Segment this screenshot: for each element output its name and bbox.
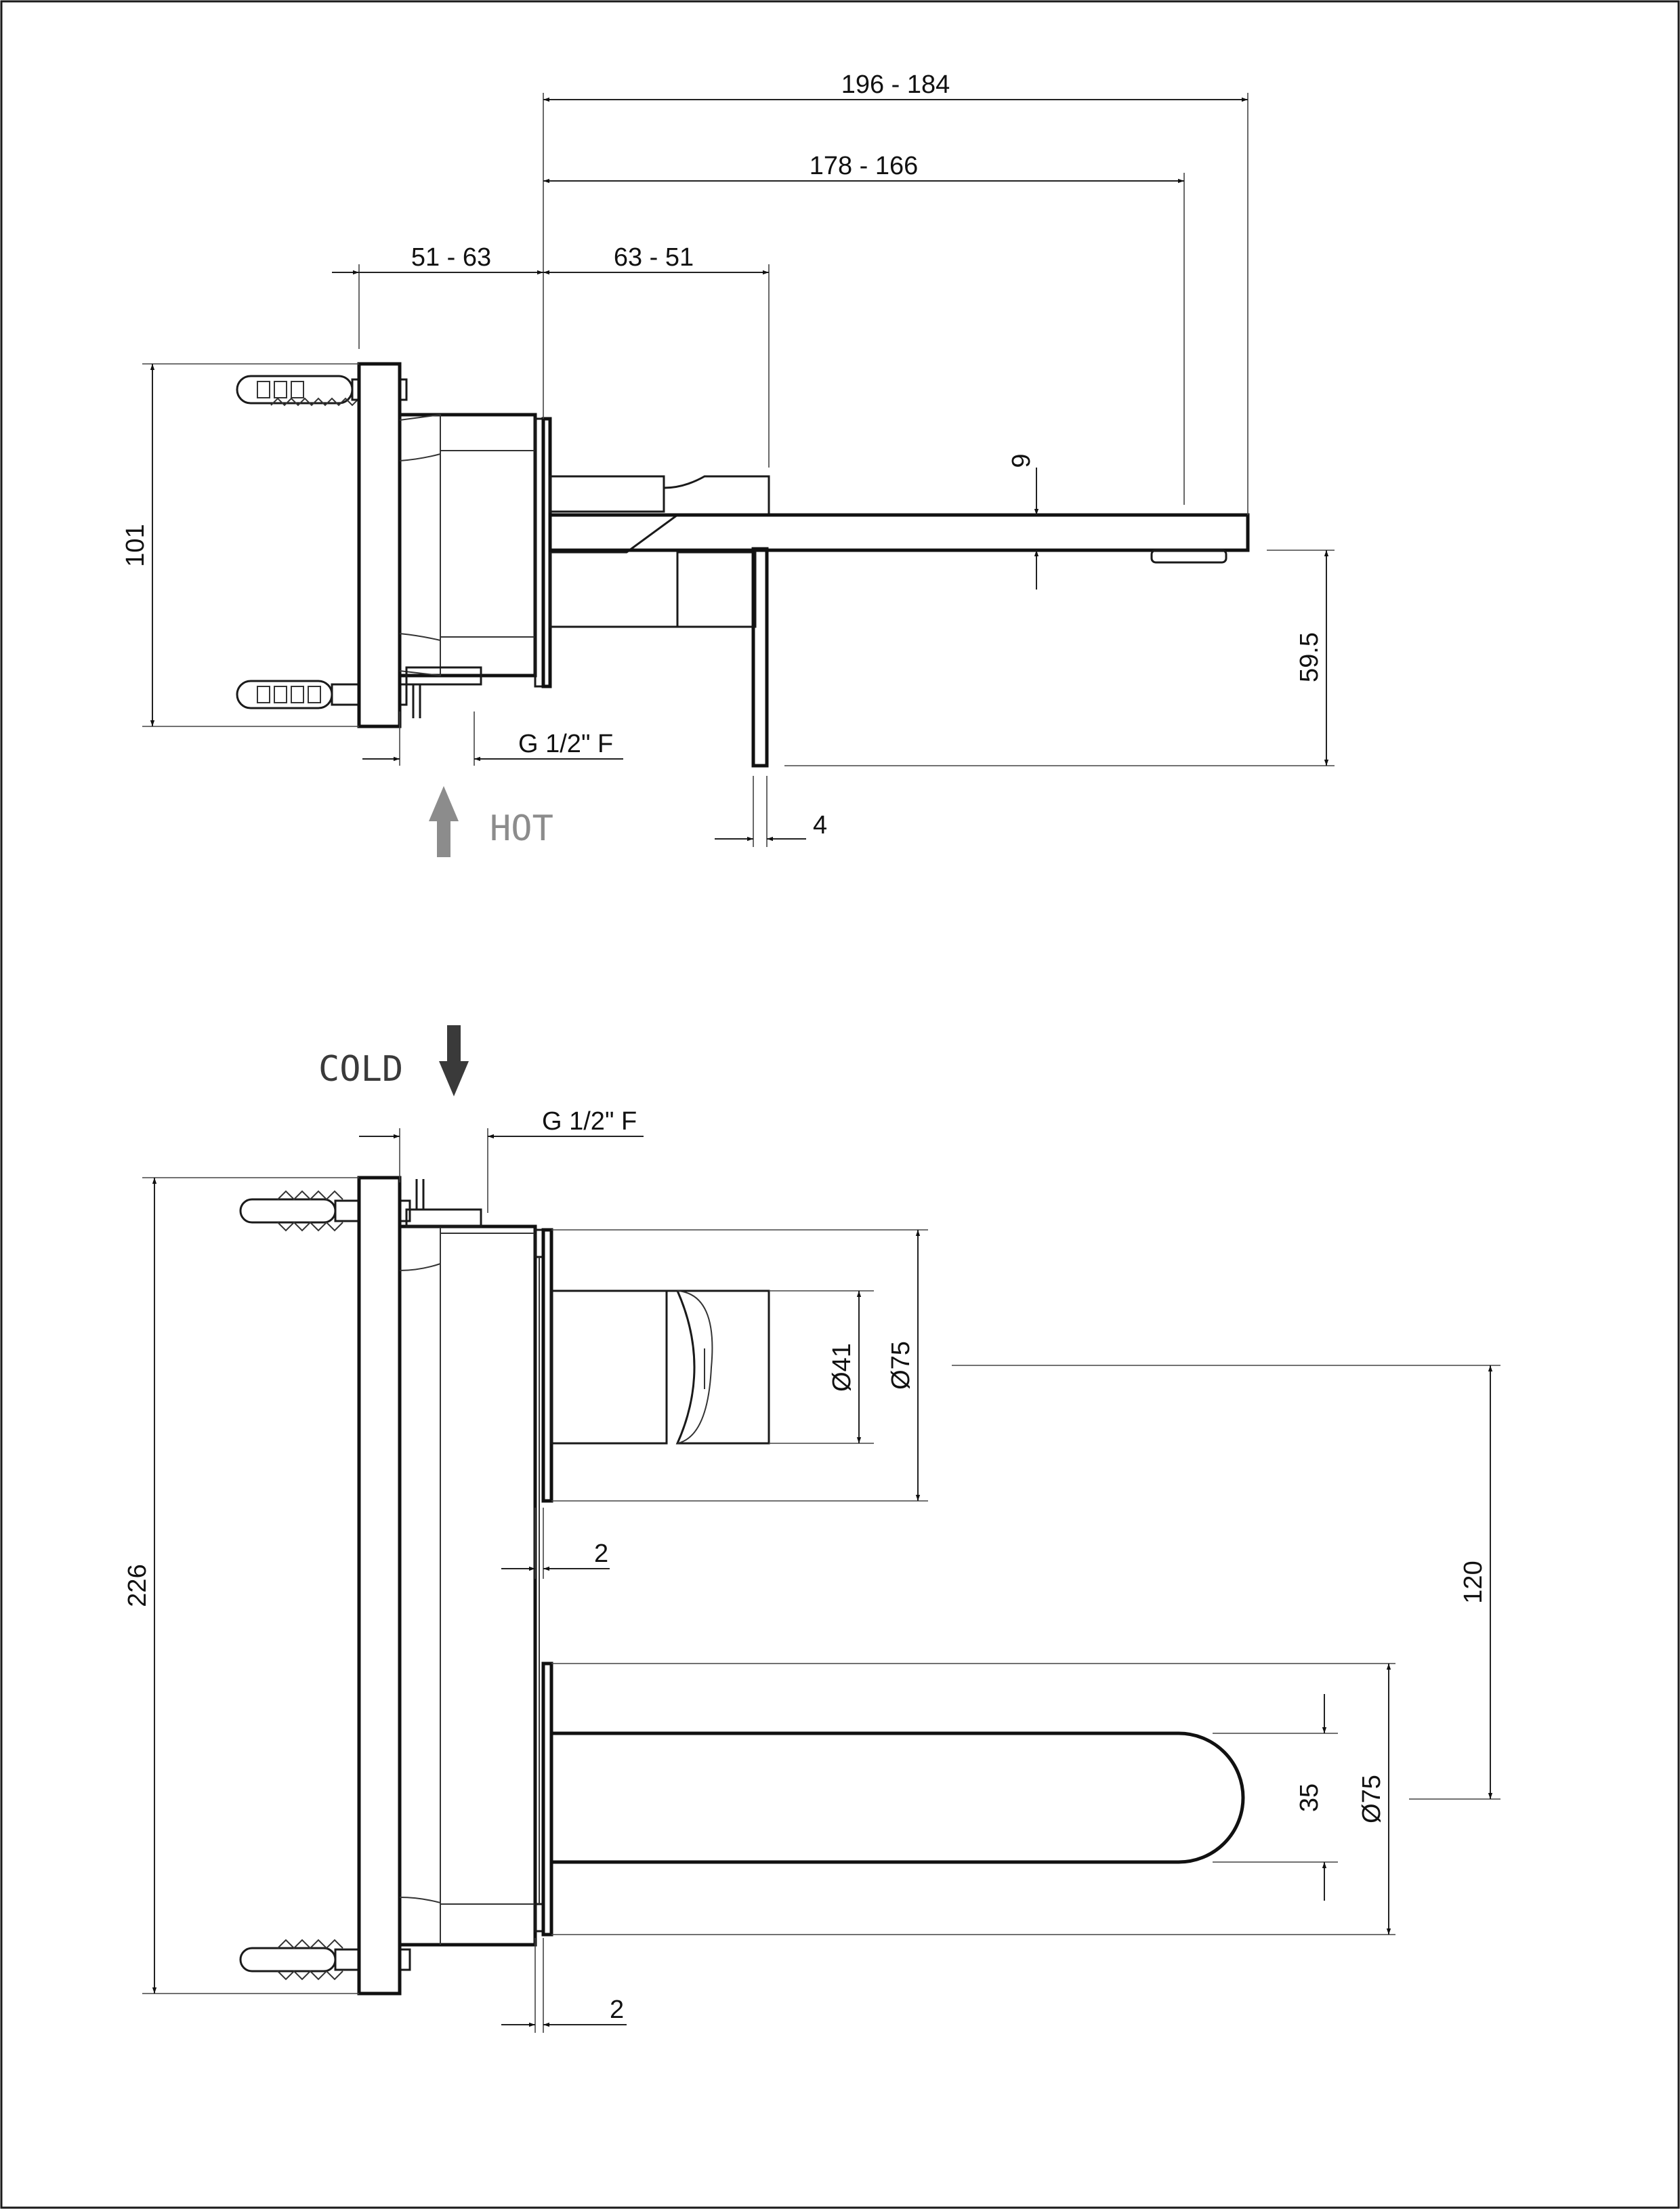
handle-base: [550, 1289, 668, 1445]
handle-lever: [667, 1289, 770, 1445]
dim-outlet-height: 59.5: [1295, 632, 1324, 682]
spout-rosette-plate: [541, 1661, 553, 1937]
dim-height-top: 226: [123, 1564, 152, 1607]
cold-inlet-arrow-icon: [439, 1025, 469, 1096]
dim-plate-thickness: 4: [813, 811, 827, 840]
handle: [549, 475, 665, 513]
handle-rosette-plate: [541, 1228, 553, 1503]
valve-body: [398, 1224, 537, 1947]
dim-spout-rosette-diameter: Ø75: [1358, 1775, 1386, 1823]
dim-spout-thickness: 9: [1007, 453, 1036, 468]
dim-rosette-diameter: Ø75: [887, 1341, 915, 1390]
cold-inlet-label: COLD: [318, 1049, 403, 1090]
dim-connection-side: G 1/2" F: [518, 730, 613, 758]
hot-inlet-arrow-icon: [429, 786, 459, 857]
dim-spout-width: 35: [1295, 1783, 1324, 1812]
dim-handle-diameter: Ø41: [828, 1343, 856, 1392]
mounting-bracket: [357, 362, 402, 728]
dim-connection-top: G 1/2" F: [542, 1107, 637, 1136]
dim-body-to-plate: 63 - 51: [614, 243, 694, 272]
spout: [548, 513, 1250, 552]
mounting-bracket: [357, 1176, 402, 1996]
dim-gap-upper: 2: [594, 1540, 608, 1568]
dim-gap-lower: 2: [610, 1996, 624, 2024]
dim-axis-distance: 120: [1459, 1561, 1488, 1603]
side-view: 196 - 184 178 - 166 51 - 63 63 - 51 9 10…: [121, 70, 1335, 857]
dim-spout-reach: 178 - 166: [810, 152, 919, 180]
hot-inlet-label: HOT: [490, 808, 553, 849]
dim-overall-length: 196 - 184: [841, 70, 950, 99]
dim-wall-depth: 51 - 63: [411, 243, 491, 272]
escutcheon-plate: [751, 547, 769, 768]
aerator: [1150, 549, 1227, 564]
wall-anchor-bottom: [236, 680, 408, 709]
spout: [551, 1731, 1245, 1864]
top-view: COLD: [123, 1025, 1500, 2033]
dim-height: 101: [121, 524, 150, 566]
